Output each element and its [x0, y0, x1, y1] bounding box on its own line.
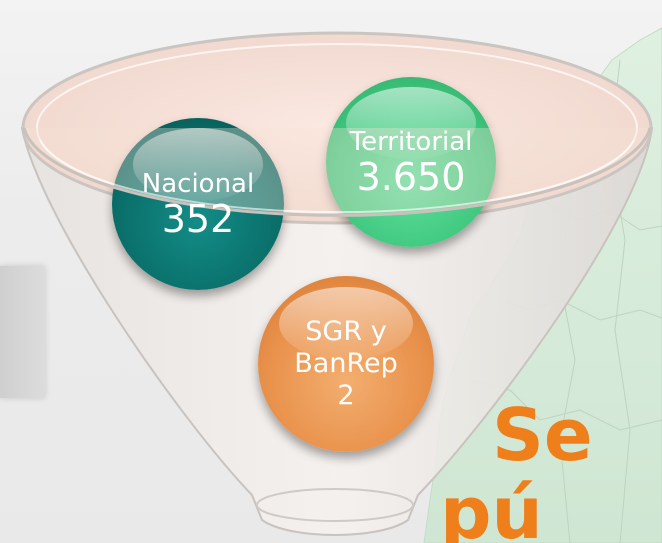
nacional-value: 352 [161, 197, 235, 241]
headline-line2: pú [440, 471, 543, 543]
sgr-line3: 2 [337, 380, 355, 411]
sgr-line2: BanRep [294, 348, 398, 379]
headline: Se pú [440, 393, 593, 543]
side-panel [0, 266, 45, 398]
territorial-value: 3.650 [356, 155, 466, 199]
nacional-label: Nacional [141, 169, 255, 199]
territorial-label: Territorial [349, 127, 473, 157]
territorial-bubble: Territorial 3.650 [326, 77, 496, 247]
nacional-bubble: Nacional 352 [112, 118, 284, 290]
sgr-line1: SGR y [305, 316, 387, 347]
sgr-bubble: SGR y BanRep 2 [258, 276, 434, 452]
headline-line1: Se [492, 393, 593, 477]
